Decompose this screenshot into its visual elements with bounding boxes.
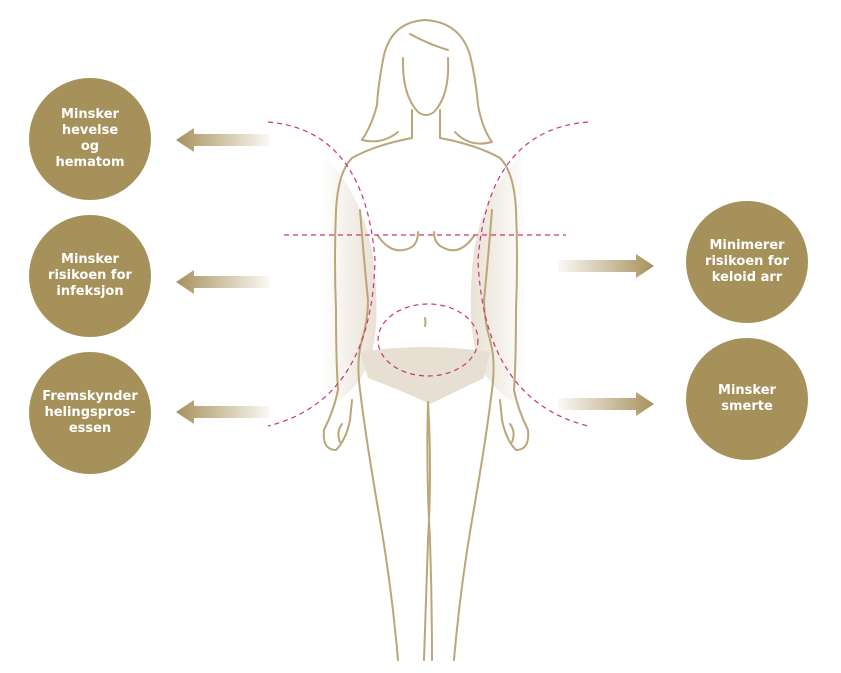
arrow-left-icon — [176, 128, 270, 152]
arrow-left-icon — [176, 270, 270, 294]
badge-text-line: hematom — [55, 155, 125, 170]
underwear-shape — [360, 347, 490, 404]
badge-text-line: risikoen for — [705, 254, 789, 269]
arrow-right-icon — [558, 392, 654, 416]
shade-right-side — [470, 155, 528, 400]
benefit-badge-infection-risk: Minsker risikoen for infeksjon — [29, 215, 151, 337]
arrow-right-icon — [558, 254, 654, 278]
badge-text-line: helingspros- — [44, 405, 136, 420]
arrows — [176, 128, 654, 424]
badge-text-line: keloid arr — [711, 270, 783, 285]
badge-text-line: smerte — [721, 399, 773, 414]
badge-text-line: infeksjon — [56, 284, 124, 299]
badge-text-line: Minsker — [61, 252, 119, 267]
badge-text-line: essen — [68, 421, 112, 436]
arrow-left-icon — [176, 400, 270, 424]
dashed-guide-lines — [267, 121, 589, 427]
badge-text-line: risikoen for — [48, 268, 132, 283]
benefit-badge-swelling-hematoma: Minsker hevelse og hematom — [29, 78, 151, 200]
badge-text-line: og — [80, 139, 100, 154]
badge-text-line: Fremskynder — [42, 389, 138, 404]
dashed-abdomen-ellipse — [377, 303, 479, 377]
female-body-outline-icon — [322, 19, 530, 661]
badge-text-line: Minsker — [718, 383, 776, 398]
badge-text-line: hevelse — [61, 123, 119, 138]
benefit-badge-keloid-scar: Minimerer risikoen for keloid arr — [686, 201, 808, 323]
badge-text-line: Minsker — [61, 107, 119, 122]
benefit-badge-healing: Fremskynder helingspros- essen — [29, 352, 151, 474]
dashed-curve-right — [477, 121, 589, 427]
benefit-badge-pain: Minsker smerte — [686, 338, 808, 460]
dashed-curve-left — [267, 121, 376, 427]
badge-text-line: Minimerer — [709, 238, 785, 253]
